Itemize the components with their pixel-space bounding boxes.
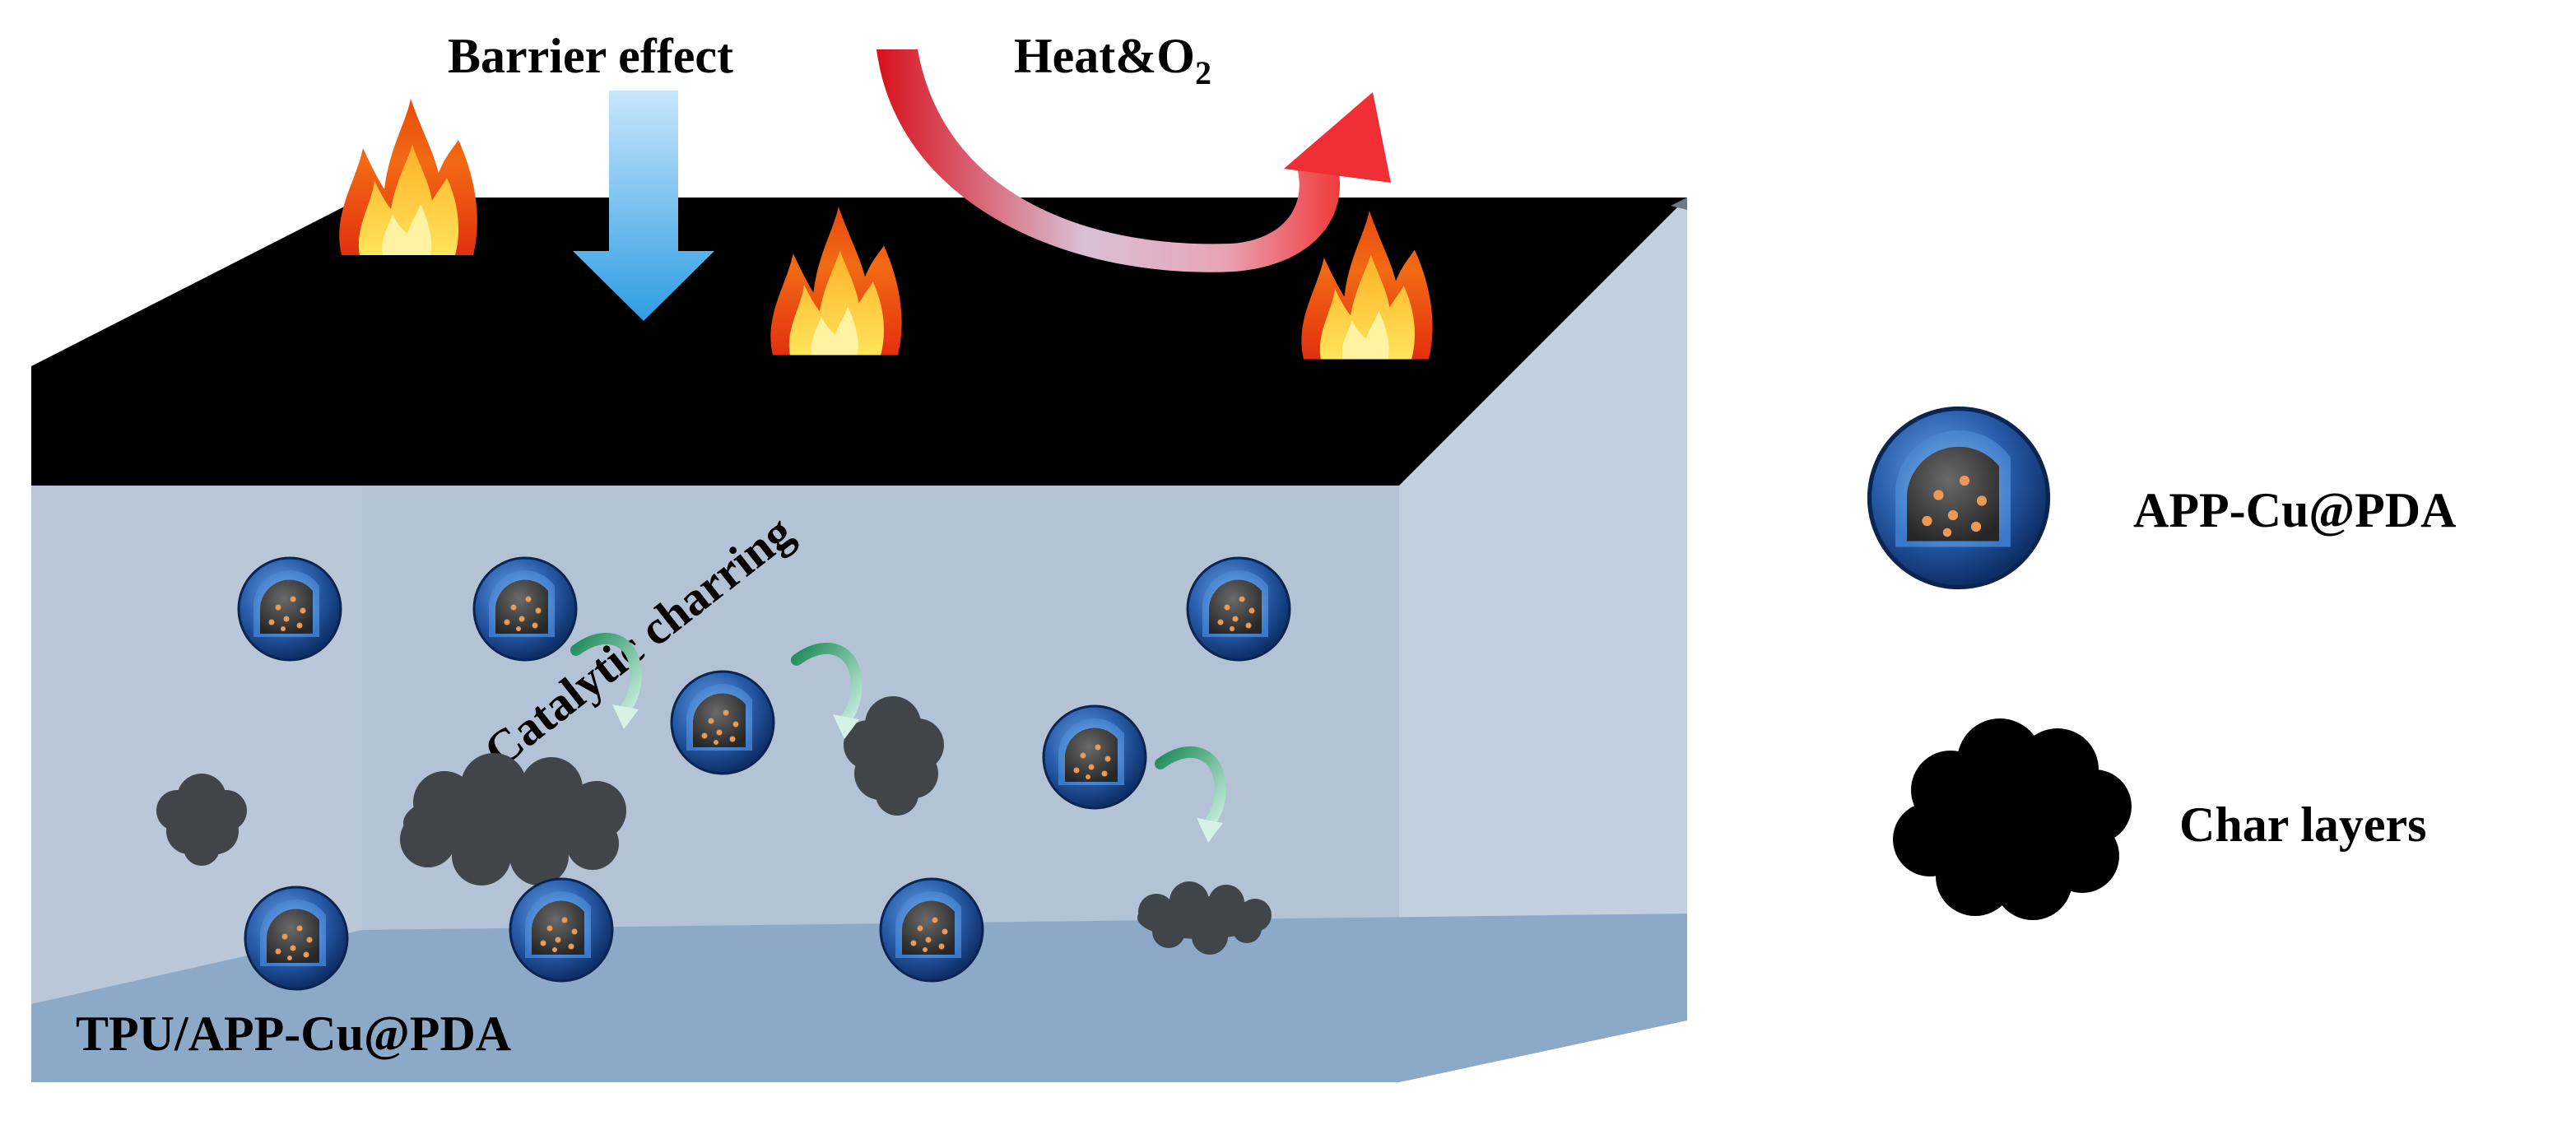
particle-icon [509,877,614,983]
particle-icon [1186,556,1291,662]
char-cloud-icon [844,696,944,816]
heat-arrow-icon [876,49,1391,272]
particle-icon [244,886,349,991]
legend-char-cloud-icon [1893,718,2132,920]
particle-icon [879,877,984,983]
particle-icon [670,670,775,775]
char-cloud-icon [400,753,626,886]
box-side-face [1399,198,1687,1082]
legend-char-label: Char layers [2179,797,2427,852]
particle-icon [237,556,342,662]
particle-icon [472,556,578,662]
barrier-effect-label: Barrier effect [448,29,733,83]
box-bottom-band [31,914,1687,1082]
heat-o2-label: Heat&O2 [1014,29,1211,91]
legend-particle-label: APP-Cu@PDA [2133,483,2456,537]
flame-icon [339,99,477,255]
char-cloud-icon [1137,881,1272,955]
particle-icon [1042,704,1147,810]
char-cloud-icon [156,774,247,866]
composite-label: TPU/APP-Cu@PDA [76,1007,511,1061]
barrier-arrow-icon [573,91,714,321]
legend-particle-icon [1870,409,2048,588]
